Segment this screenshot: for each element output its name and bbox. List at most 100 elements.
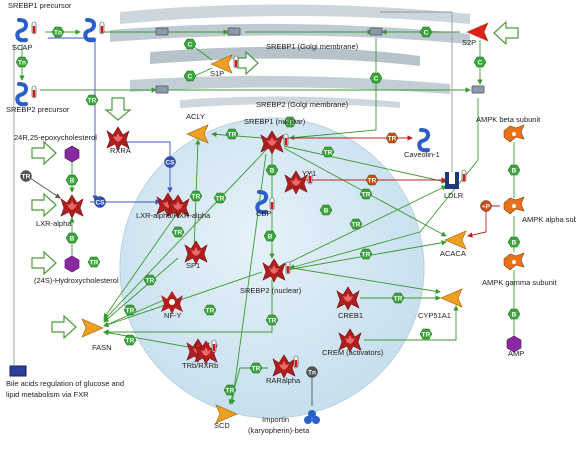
srebp2-precursor-protein [15,82,29,107]
badge-tr-srebp2-fasn: TR [203,304,217,316]
badge-cs-lxr: CS [94,196,106,208]
badge-tr-1: TR [85,94,99,106]
label-lxr-rxr: LXR-alpha/RXR-alpha [136,211,211,220]
label-raralpha: RARalpha [266,376,301,385]
stub-4 [155,85,169,94]
badge-tr-rar: TR [249,362,263,374]
scap-marker [31,21,37,35]
label-hydroxy: (24S)-Hydroxycholesterol [34,276,119,285]
svg-text:B: B [512,239,517,246]
srebp1-precursor-protein [83,18,97,43]
badge-b-cbp: B [263,230,277,242]
badge-c-nuc1: C [369,72,383,84]
badge-b-srebp1: B [265,164,279,176]
srebp2-precursor-marker [31,85,37,99]
svg-text:TR: TR [388,135,397,142]
trb-rxrb-tf-b [194,340,218,365]
arrow-rxra [104,97,132,121]
label-ampk-gamma: AMPK gamma subunit [482,278,558,287]
label-ldlr: LDLR [444,191,464,200]
svg-text:C: C [188,73,193,80]
cyp51a1-enzyme [440,288,463,308]
badge-tr-nfy: TR [123,304,137,316]
edge-box-nuclear1 [289,38,377,141]
badge-cs-rxra: CS [164,156,176,168]
label-s2p: S2P [462,38,476,47]
svg-text:Tn: Tn [308,369,316,376]
arrow-lxr [31,192,57,218]
ldlr-marker [461,169,467,183]
svg-text:TR: TR [368,177,377,184]
raralpha-marker [293,355,299,369]
svg-text:Tn: Tn [18,59,26,66]
s2p-enzyme [466,22,489,42]
srebp1-nuclear-tf [260,130,284,155]
svg-text:B: B [70,177,75,184]
label-importin-2: (karyopherin)-beta [248,426,310,435]
svg-text:+P: +P [482,203,491,210]
ldlr-receptor [445,172,459,189]
label-srebp2-golgi: SREBP2 (Golgi membrane) [256,100,349,109]
s1p-enzyme [210,54,233,74]
edge-rxra-complex [124,141,173,193]
badge-c-golgi1: C [183,38,197,50]
srebp2-nuclear-marker [285,261,291,275]
label-s1p: S1P [210,69,224,78]
label-fasn: FASN [92,343,112,352]
badge-b-srebp2: B [319,204,333,216]
svg-text:Tn: Tn [54,29,62,36]
stub-2 [227,27,241,36]
stub-1 [155,27,169,36]
ampk-alpha-kinase [503,196,525,215]
label-cyp51a1: CYP51A1 [418,311,451,320]
golgi-stubs [155,27,485,94]
edge-ldlr-srebp1 [380,11,453,172]
label-lxr-alpha: LXR-alpha [36,219,72,228]
arrow-s1p [237,50,259,76]
s1p-marker [233,55,239,69]
creb1-tf [336,286,360,311]
svg-text:C: C [424,29,429,36]
svg-text:TR: TR [192,193,201,200]
arrow-hydroxy [31,250,57,276]
label-srebp1-golgi: SREBP1 (Golgi membrane) [266,42,359,51]
edge-box2-nuclear2 [289,98,479,270]
hydroxy-compound [64,255,80,273]
label-epoxy: 24R,25-epoxycholesterol [14,133,97,142]
importin-protein [304,410,320,424]
svg-text:TR: TR [174,229,183,236]
ampk-beta-kinase [503,124,525,143]
label-creb1: CREB1 [338,311,363,320]
svg-text:TR: TR [422,331,431,338]
arrow-epoxy [31,140,57,166]
label-trb-rxrb: TRb/RXRb [182,361,218,370]
svg-text:TR: TR [286,119,295,126]
edge-crem-cyp [364,305,459,341]
bile-acids-folder-icon[interactable] [9,365,27,377]
ampk-gamma-kinase [503,252,525,271]
label-srebp2-precursor: SREBP2 precursor [6,105,70,114]
edge-scap-lxr [48,37,98,201]
label-srebp2-nuclear: SREBP2 (nuclear) [240,286,302,295]
label-srebp1-nuclear: SREBP1 (nuclear) [244,117,306,126]
badge-tr-sp1b: TR [143,274,157,286]
label-ampk-alpha: AMPK alpha subunit [522,215,576,224]
trb-rxrb-marker [211,339,217,353]
badge-tr-acly: TR [225,128,239,140]
svg-text:B: B [70,235,75,242]
badge-tr-crem: TR [419,328,433,340]
svg-text:TR: TR [252,365,261,372]
label-bile-1: Bile acids regulation of glucose and [6,379,124,388]
badge-tn-top: Tn [51,26,65,38]
sp1-tf [184,240,208,265]
badge-b-epoxy: B [65,174,79,186]
badge-tr-trb: TR [123,334,137,346]
label-importin-1: Importin [262,415,289,424]
badge-tr-cyp: TR [391,292,405,304]
badge-tr-yy1: TR [365,174,379,186]
srebp1-nuclear-marker [283,133,289,147]
yy1-marker [307,171,313,185]
label-sp1: SP1 [186,261,200,270]
svg-text:B: B [324,207,329,214]
edge-srebp1-ldlr [283,145,447,184]
